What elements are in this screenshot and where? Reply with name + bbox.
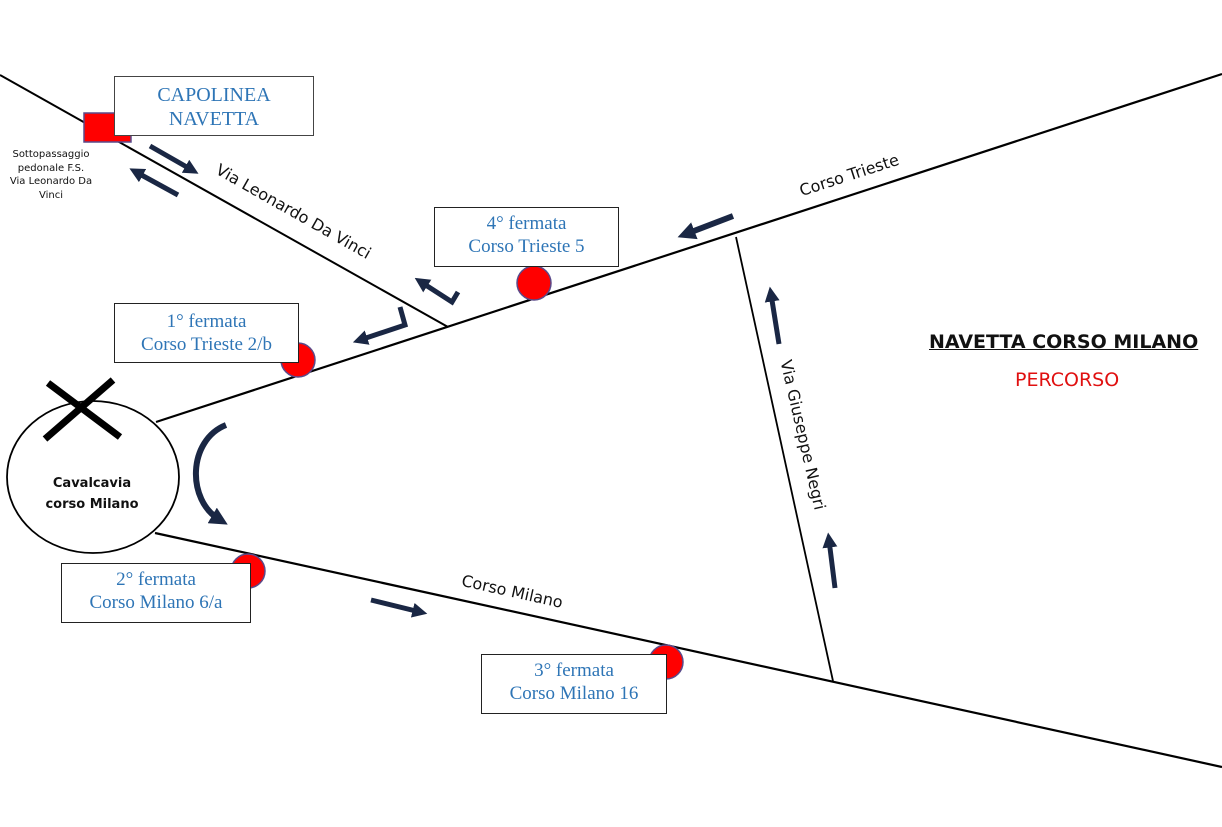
stop-address: Corso Milano 16 [509,682,639,704]
stop-order: 4° fermata [486,213,567,234]
stop-box-2: 2° fermata Corso Milano 6/a [61,563,251,623]
roundabout-label-line2: corso Milano [45,496,139,512]
arrow-east-icon [370,597,428,618]
arrow-turn-left-icon [352,306,409,345]
map-subtitle: PERCORSO [1015,369,1120,391]
terminus-label-line2: NAVETTA [168,108,260,130]
stop-marker-4[interactable] [516,265,552,301]
road-corso-trieste [155,72,1222,424]
arrow-u-turn-icon [193,422,228,525]
stop-box-4: 4° fermata Corso Trieste 5 [434,207,619,267]
note-line-3: Via Leonardo Da Vinci [9,176,93,201]
arrow-west-icon [677,213,735,240]
arrow-north-icon [822,532,838,589]
terminus-label-box: CAPOLINEA NAVETTA [114,76,314,136]
stop-address: Corso Milano 6/a [89,591,223,613]
roundabout-label-line1: Cavalcavia [52,476,132,491]
road-via-leonardo-da-vinci [0,74,449,328]
road-corso-milano [154,531,1222,769]
stop-order: 2° fermata [116,569,196,590]
road-via-giuseppe-negri [735,236,834,682]
note-line-1: Sottopassaggio [12,149,90,160]
closed-x-icon [42,377,123,442]
stop-address: Corso Trieste 2/b [141,333,272,355]
stop-box-3: 3° fermata Corso Milano 16 [481,654,667,714]
roundabout-label: Cavalcavia corso Milano [22,474,162,516]
stop-order: 3° fermata [534,660,614,681]
arrow-outbound-icon [148,143,199,174]
terminus-label-line1: CAPOLINEA [157,84,271,106]
stop-box-1: 1° fermata Corso Trieste 2/b [114,303,299,363]
map-title: NAVETTA CORSO MILANO [929,331,1199,353]
stop-address: Corso Trieste 5 [468,235,585,257]
arrow-turn-left-icon [414,277,461,306]
arrow-north-icon [764,286,782,345]
terminus-note: Sottopassaggio pedonale F.S. Via Leonard… [0,148,102,202]
route-arrows [129,143,838,618]
arrow-return-icon [129,168,180,198]
stop-order: 1° fermata [166,311,247,332]
note-line-2: pedonale F.S. [17,162,85,174]
